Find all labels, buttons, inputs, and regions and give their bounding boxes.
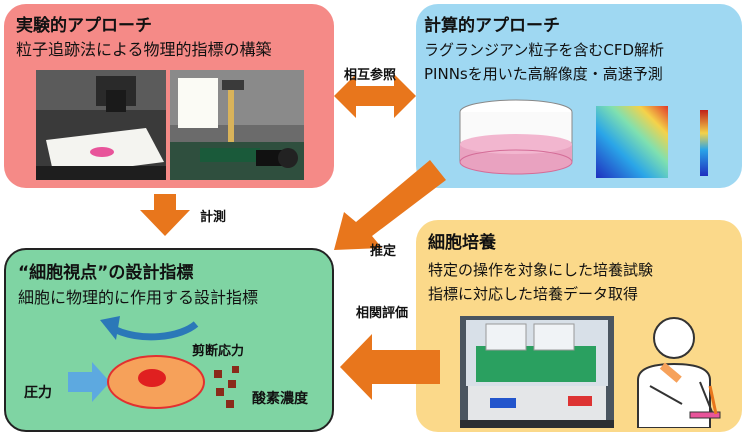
estimate-arrow [334,160,446,250]
experiment-photo-camera-rig [170,70,304,180]
computational-line1: ラグランジアン粒子を含むCFD解析 [424,41,665,59]
computational-line2: PINNsを用いた高解像度・高速予測 [424,65,663,83]
estimate-label: 推定 [370,244,397,259]
experiment-photo-lightbox [36,70,166,180]
culture-title: 細胞培養 [428,233,496,253]
shear-stress-label: 剪断応力 [192,344,245,359]
culture-line2: 指標に対応した培養データ取得 [428,285,639,303]
cell-illustration [68,316,239,409]
design-index-panel: “細胞視点”の設計指標 細胞に物理的に作用する設計指標 剪断応力 圧力 酸素濃度 [4,248,334,432]
researcher-icon [637,317,721,428]
pressure-label: 圧力 [24,385,52,401]
oxygen-label: 酸素濃度 [252,391,308,407]
measure-label: 計測 [200,210,227,225]
correlation-label: 相関評価 [356,306,409,321]
pressure-arrow [68,362,110,402]
culture-line1: 特定の操作を対象にした培養試験 [428,261,654,279]
shear-arrow-head [100,316,120,340]
computational-panel: 計算的アプローチ ラグランジアン粒子を含むCFD解析 PINNsを用いた高解像度… [416,4,742,188]
design-subtitle: 細胞に物理的に作用する設計指標 [18,288,259,307]
culture-shaker-photo [460,316,614,428]
design-title: “細胞視点”の設計指標 [18,263,194,283]
experimental-subtitle: 粒子追跡法による物理的指標の構築 [16,40,272,59]
cfd-particle-cylinder [459,99,573,175]
mutual-reference-arrow [334,74,416,118]
experimental-panel: 実験的アプローチ 粒子追跡法による物理的指標の構築 [4,4,334,188]
measure-arrow [140,194,190,236]
mutual-reference-label: 相互参照 [344,68,397,83]
experimental-title: 実験的アプローチ [16,16,152,36]
correlation-arrow [340,334,440,400]
cfd-heatmap [596,106,708,178]
cell-nucleus [138,369,166,387]
cell-culture-panel: 細胞培養 特定の操作を対象にした培養試験 指標に対応した培養データ取得 [416,220,742,432]
computational-title: 計算的アプローチ [424,16,560,36]
